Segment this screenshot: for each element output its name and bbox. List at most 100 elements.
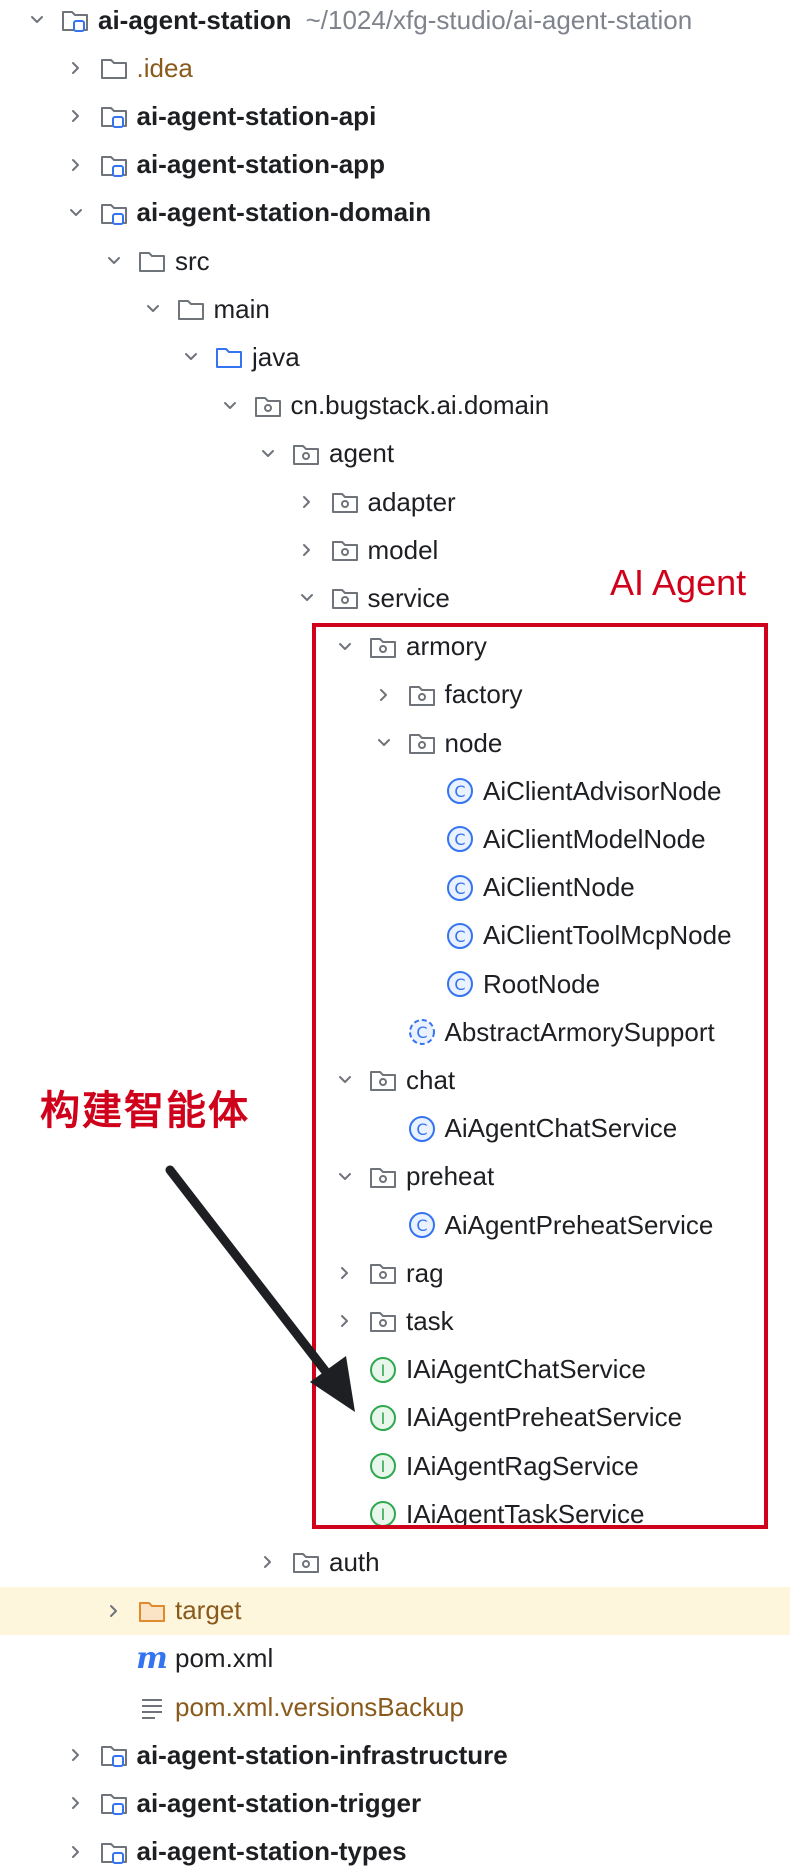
class-icon: C: [407, 1210, 437, 1240]
svg-text:I: I: [381, 1409, 386, 1428]
class-icon: C: [445, 873, 475, 903]
chevron-right-icon[interactable]: [63, 1742, 89, 1768]
tree-item-label: ai-agent-station-api: [136, 100, 377, 131]
tree-row-idea[interactable]: .idea: [0, 44, 790, 92]
package-icon: [407, 680, 437, 710]
chevron-down-icon[interactable]: [101, 248, 127, 274]
module-icon: [99, 198, 129, 228]
chevron-down-icon[interactable]: [63, 200, 89, 226]
tree-item-label: task: [406, 1305, 454, 1336]
tree-row-armory[interactable]: armory: [0, 623, 790, 671]
chevron-right-icon[interactable]: [255, 1549, 281, 1575]
tree-item-label: agent: [329, 438, 395, 469]
tree-item-label: IAiAgentRagService: [406, 1450, 639, 1481]
chevron-down-icon[interactable]: [178, 344, 204, 370]
tree-item-label: adapter: [367, 486, 456, 517]
tree-row-factory[interactable]: factory: [0, 671, 790, 719]
chevron-down-icon[interactable]: [140, 296, 166, 322]
tree-row-cn-bugstack-ai-domain[interactable]: cn.bugstack.ai.domain: [0, 382, 790, 430]
chevron-right-icon[interactable]: [63, 1839, 89, 1865]
tree-item-label: AiClientAdvisorNode: [483, 775, 722, 806]
module-icon: [99, 1788, 129, 1818]
tree-row-ai-agent-station-api[interactable]: ai-agent-station-api: [0, 92, 790, 140]
tree-row-ai-agent-station-infrastructure[interactable]: ai-agent-station-infrastructure: [0, 1731, 790, 1779]
tree-row-aiclientnode[interactable]: C AiClientNode: [0, 864, 790, 912]
package-icon: [368, 632, 398, 662]
chevron-down-icon[interactable]: [217, 393, 243, 419]
tree-item-label: AiClientNode: [483, 872, 635, 903]
tree-row-model[interactable]: model: [0, 526, 790, 574]
ai-agent-highlight-box: [312, 623, 768, 1529]
interface-icon: I: [368, 1403, 398, 1433]
tree-row-preheat[interactable]: preheat: [0, 1153, 790, 1201]
chevron-down-icon[interactable]: [332, 634, 358, 660]
class-icon: C: [407, 1114, 437, 1144]
chevron-right-icon[interactable]: [63, 55, 89, 81]
chevron-right-icon[interactable]: [371, 682, 397, 708]
class-icon: C: [445, 969, 475, 999]
tree-row-service[interactable]: service: [0, 574, 790, 622]
chevron-right-icon[interactable]: [101, 1598, 127, 1624]
chevron-right-icon[interactable]: [332, 1308, 358, 1334]
interface-icon: I: [368, 1451, 398, 1481]
tree-row-auth[interactable]: auth: [0, 1538, 790, 1586]
tree-row-iaiagentragservice[interactable]: I IAiAgentRagService: [0, 1442, 790, 1490]
tree-row-rag[interactable]: rag: [0, 1249, 790, 1297]
chevron-down-icon[interactable]: [371, 730, 397, 756]
chevron-down-icon[interactable]: [332, 1164, 358, 1190]
tree-row-ai-agent-station-domain[interactable]: ai-agent-station-domain: [0, 189, 790, 237]
chevron-right-icon[interactable]: [63, 103, 89, 129]
package-icon: [368, 1258, 398, 1288]
tree-row-src[interactable]: src: [0, 237, 790, 285]
tree-row-java[interactable]: java: [0, 333, 790, 381]
svg-text:C: C: [416, 1120, 427, 1139]
project-path: ~/1024/xfg-studio/ai-agent-station: [305, 4, 693, 35]
chevron-right-icon[interactable]: [63, 152, 89, 178]
chevron-right-icon[interactable]: [332, 1260, 358, 1286]
tree-row-task[interactable]: task: [0, 1297, 790, 1345]
chevron-spacer: [101, 1646, 127, 1672]
tree-row-ai-agent-station[interactable]: ai-agent-station~/1024/xfg-studio/ai-age…: [0, 0, 790, 44]
tree-row-ai-agent-station-trigger[interactable]: ai-agent-station-trigger: [0, 1779, 790, 1827]
tree-row-target[interactable]: target: [0, 1586, 790, 1635]
package-icon: [330, 535, 360, 565]
chevron-down-icon[interactable]: [294, 585, 320, 611]
tree-row-ai-agent-station-types[interactable]: ai-agent-station-types: [0, 1828, 790, 1876]
chevron-right-icon[interactable]: [294, 537, 320, 563]
abstract-class-icon: C: [407, 1017, 437, 1047]
chevron-down-icon[interactable]: [332, 1067, 358, 1093]
tree-row-agent[interactable]: agent: [0, 430, 790, 478]
chevron-right-icon[interactable]: [294, 489, 320, 515]
tree-row-adapter[interactable]: adapter: [0, 478, 790, 526]
chevron-right-icon[interactable]: [63, 1790, 89, 1816]
svg-text:C: C: [454, 879, 465, 898]
folder-icon: [137, 246, 167, 276]
svg-text:I: I: [381, 1457, 386, 1476]
module-icon: [99, 150, 129, 180]
tree-item-label: pom.xml.versionsBackup: [175, 1691, 464, 1722]
folder-icon: [99, 53, 129, 83]
svg-text:I: I: [381, 1361, 386, 1380]
tree-row-ai-agent-station-app[interactable]: ai-agent-station-app: [0, 141, 790, 189]
chevron-down-icon[interactable]: [255, 441, 281, 467]
tree-row-main[interactable]: main: [0, 285, 790, 333]
annotation-arrow: [165, 1165, 355, 1412]
tree-row-node[interactable]: node: [0, 719, 790, 767]
tree-row-pom-xml-versionsbackup[interactable]: pom.xml.versionsBackup: [0, 1683, 790, 1731]
tree-row-chat[interactable]: chat: [0, 1056, 790, 1104]
tree-item-label: AiClientModelNode: [483, 823, 706, 854]
chevron-down-icon[interactable]: [24, 7, 50, 33]
tree-item-label: java: [252, 341, 300, 372]
tree-item-label: chat: [406, 1064, 456, 1095]
